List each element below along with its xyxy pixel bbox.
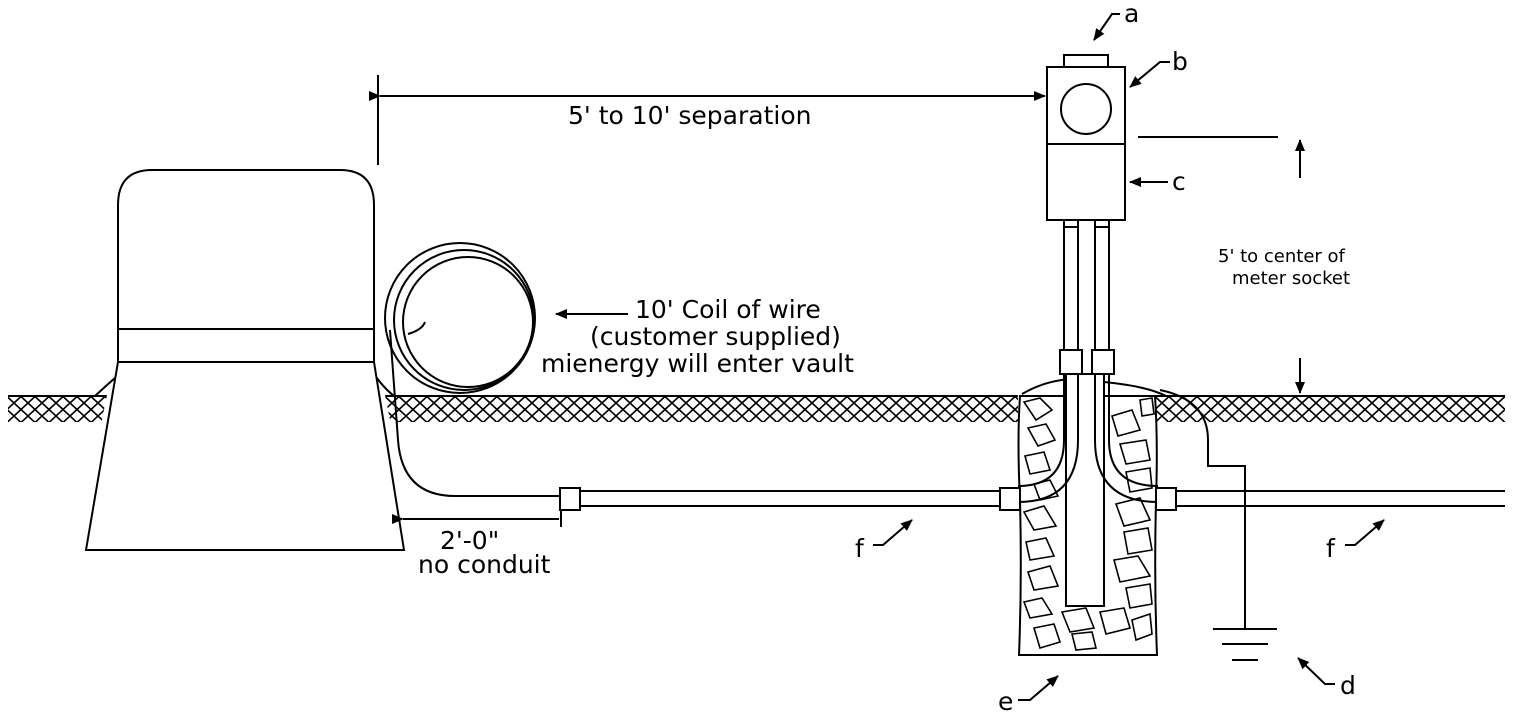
height-label-line1: 5' to center of <box>1218 246 1346 267</box>
callout-leaders <box>873 13 1385 701</box>
vault-mound-right <box>376 377 395 397</box>
conduit-bends <box>1017 374 1159 503</box>
transformer-vault <box>84 169 406 551</box>
meter-assembly <box>1046 54 1126 228</box>
coil-label-line3: mienergy will enter vault <box>541 349 854 378</box>
separation-dimension <box>369 75 1046 165</box>
ground-wire <box>1159 389 1277 661</box>
separation-label: 5' to 10' separation <box>568 101 811 130</box>
coil-label-line1: 10' Coil of wire <box>635 295 821 324</box>
no-conduit-label: no conduit <box>418 550 551 579</box>
callout-f-right: f <box>1326 534 1336 563</box>
callout-b: b <box>1172 47 1188 76</box>
no-conduit-dim-label: 2'-0" <box>440 526 499 555</box>
horizontal-conduits <box>559 487 1505 511</box>
callout-a: a <box>1124 0 1139 28</box>
height-dimension <box>1138 136 1305 394</box>
callout-f-left: f <box>855 534 865 563</box>
height-label-line2: meter socket <box>1232 268 1350 289</box>
coil-label-line2: (customer supplied) <box>590 322 841 351</box>
vault-mound-left <box>94 377 116 397</box>
callout-c: c <box>1172 167 1186 196</box>
callout-d: d <box>1340 671 1356 700</box>
wire-coil <box>384 242 560 497</box>
callout-e: e <box>998 687 1013 716</box>
